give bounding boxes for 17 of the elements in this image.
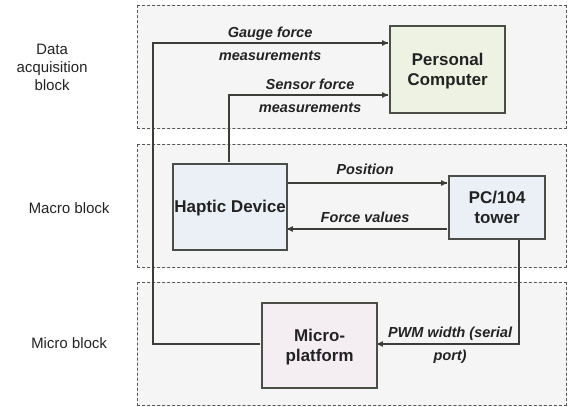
arrow xyxy=(287,226,447,232)
block-label: Macro block xyxy=(28,200,110,218)
edge-label: Force values xyxy=(320,209,410,228)
arrow xyxy=(228,92,388,162)
process-box: Personal Computer xyxy=(389,25,506,114)
process-box: PC/104 tower xyxy=(448,175,546,240)
arrow xyxy=(152,40,388,345)
process-box: Haptic Device xyxy=(172,163,288,251)
edge-label: Gauge force measurements xyxy=(218,24,322,66)
process-box: Micro-platform xyxy=(261,302,378,389)
block-label: Data acquisition block xyxy=(16,41,88,95)
arrow xyxy=(287,180,447,186)
arrow xyxy=(377,239,520,347)
edge-label: Sensor force measurements xyxy=(258,76,362,118)
edge-label: Position xyxy=(335,161,395,180)
block-label: Micro block xyxy=(30,335,108,353)
edge-label: PWM width (serial port) xyxy=(386,324,514,366)
